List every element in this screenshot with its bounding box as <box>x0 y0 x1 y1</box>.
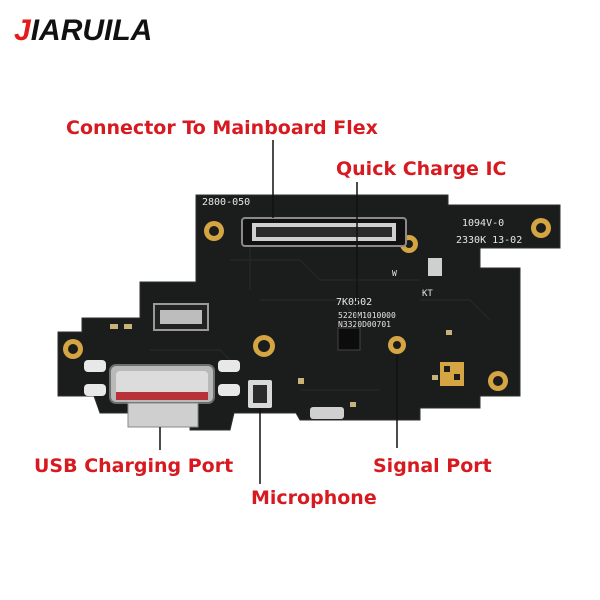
board-ic-mark: 7K0502 <box>336 297 372 308</box>
label-connector-to-mainboard-flex: Connector To Mainboard Flex <box>66 117 378 139</box>
signal-port-component <box>388 336 406 354</box>
board-code-1: 5220M1010000 <box>338 311 396 320</box>
brand-logo-first-letter: J <box>14 14 31 47</box>
label-usb-charging-port: USB Charging Port <box>34 455 234 477</box>
usb-c-port <box>109 364 215 428</box>
board-w-mark: W <box>392 269 397 278</box>
label-quick-charge-ic: Quick Charge IC <box>336 158 507 180</box>
label-microphone: Microphone <box>251 487 377 509</box>
mainboard-connector <box>241 217 407 247</box>
brand-logo: JIARUILA <box>14 14 152 48</box>
board-code-2: N3320D00701 <box>338 320 391 329</box>
board-logo-mark: KT <box>422 289 433 299</box>
label-signal-port: Signal Port <box>373 455 492 477</box>
microphone-component <box>248 380 272 408</box>
brand-logo-rest: IARUILA <box>30 14 153 47</box>
leader-lines <box>159 140 398 484</box>
small-connector <box>153 303 209 331</box>
board-part-number: 2800-050 <box>202 197 250 208</box>
quick-charge-ic <box>337 327 361 351</box>
board-date-code: 2330K 13-02 <box>456 235 522 246</box>
board-revision: 1094V-0 <box>462 218 504 229</box>
